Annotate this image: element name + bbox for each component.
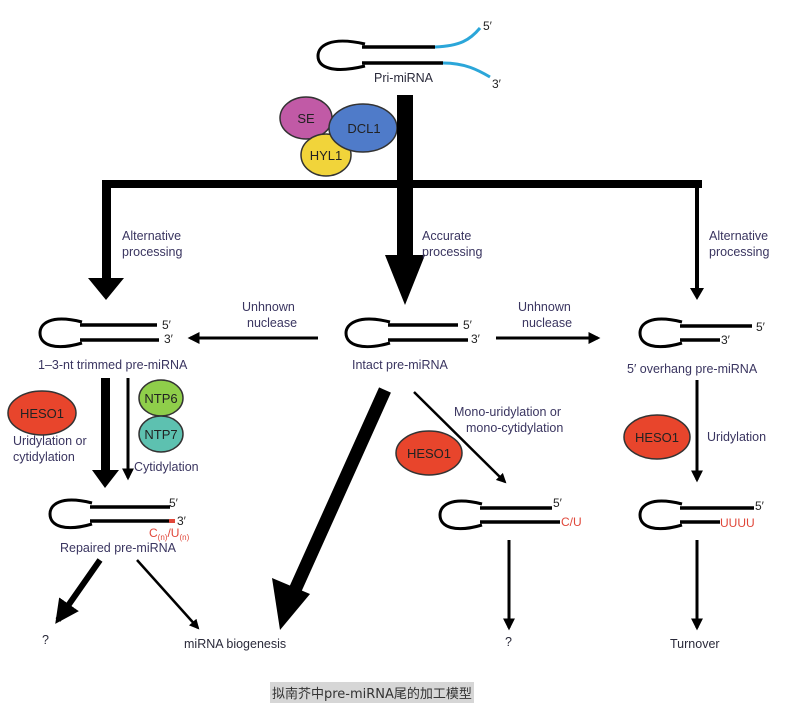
accurate-arrowhead: [385, 255, 425, 305]
intact-hairpin: [344, 317, 468, 349]
heso1-center-label: HESO1: [407, 446, 451, 461]
uridylated-added-label: UUUU: [720, 516, 755, 530]
left-alt-label-2: processing: [122, 245, 182, 259]
ntp7-label: NTP7: [144, 427, 177, 442]
mono-5p: 5′: [553, 496, 563, 510]
left-alt-label-1: Alternative: [122, 229, 181, 243]
main-branch-arrows: [88, 95, 704, 305]
ntp7-enzyme: [138, 415, 184, 453]
heso1-arrowhead: [92, 470, 119, 488]
intact-5p: 5′: [463, 318, 473, 332]
ntp-reaction: Cytidylation: [134, 460, 199, 474]
left-reaction-2: cytidylation: [13, 450, 75, 464]
heso1-center-enzyme: [395, 430, 463, 476]
trimmed-5p: 5′: [162, 318, 172, 332]
trimmed-3p: 3′: [164, 332, 174, 346]
uridylated-hairpin: [638, 499, 754, 531]
nuclease-right-2: nuclease: [522, 316, 572, 330]
heso1-thick-shaft: [101, 378, 110, 473]
center-label-1: Accurate: [422, 229, 471, 243]
intact-label: Intact pre-miRNA: [352, 358, 449, 372]
center-label-2: processing: [422, 245, 482, 259]
left-alt-arrowhead: [88, 278, 124, 300]
right-reaction: Uridylation: [707, 430, 766, 444]
mono-modified-hairpin: [438, 499, 560, 531]
hyl1-label: HYL1: [310, 148, 343, 163]
intact-to-biogenesis-shaft: [289, 387, 391, 593]
turnover-outcome: Turnover: [670, 637, 720, 651]
center-unknown-outcome: ?: [505, 635, 512, 649]
intact-to-biogenesis-arrowhead: [272, 578, 310, 630]
se-label: SE: [297, 111, 315, 126]
center-reaction-2: mono-cytidylation: [466, 421, 563, 435]
repaired-to-unknown-arrow: [55, 558, 103, 624]
repaired-label: Repaired pre-miRNA: [60, 541, 177, 555]
overhang-hairpin: [638, 317, 752, 349]
repaired-hairpin: [48, 498, 175, 530]
intact-3p: 3′: [471, 332, 481, 346]
overhang-3p: 3′: [721, 333, 731, 347]
heso1-right-enzyme: [623, 414, 691, 460]
figure-caption: 拟南芥中pre-miRNA尾的加工模型: [270, 682, 474, 703]
left-unknown-outcome: ?: [42, 633, 49, 647]
uridylated-5p: 5′: [755, 499, 765, 513]
center-reaction-1: Mono-uridylation or: [454, 405, 561, 419]
dcl1-label: DCL1: [347, 121, 380, 136]
nuclease-left-2: nuclease: [247, 316, 297, 330]
right-alt-label-1: Alternative: [709, 229, 768, 243]
heso1-left-enzyme: [7, 390, 77, 436]
trimmed-label: 1–3-nt trimmed pre-miRNA: [38, 358, 188, 372]
right-alt-label-2: processing: [709, 245, 769, 259]
ntp6-label: NTP6: [144, 391, 177, 406]
overhang-label: 5′ overhang pre-miRNA: [627, 362, 758, 376]
biogenesis-outcome: miRNA biogenesis: [184, 637, 286, 651]
mono-modification-arrow: [413, 391, 507, 484]
repaired-added-label: C(n)/U(n): [149, 526, 190, 542]
nuclease-left-1: Unhnown: [242, 300, 295, 314]
pri-3p-tail: [442, 61, 491, 79]
mono-added-label: C/U: [561, 515, 582, 529]
repaired-5p: 5′: [169, 496, 179, 510]
pri-5p-label: 5′: [483, 19, 493, 33]
nuclease-right-1: Unhnown: [518, 300, 571, 314]
overhang-5p: 5′: [756, 320, 766, 334]
right-alt-arrowhead: [690, 288, 704, 300]
repaired-3p: 3′: [177, 514, 187, 528]
heso1-left-label: HESO1: [20, 406, 64, 421]
pri-5p-tail: [434, 27, 482, 49]
left-reaction-1: Uridylation or: [13, 434, 87, 448]
repaired-to-biogenesis-arrow: [136, 559, 200, 630]
pri-3p-label: 3′: [492, 77, 502, 91]
pri-mirna-label: Pri-miRNA: [374, 71, 434, 85]
heso1-right-label: HESO1: [635, 430, 679, 445]
pri-mirna-hairpin: [316, 27, 491, 79]
trimmed-hairpin: [38, 317, 159, 349]
